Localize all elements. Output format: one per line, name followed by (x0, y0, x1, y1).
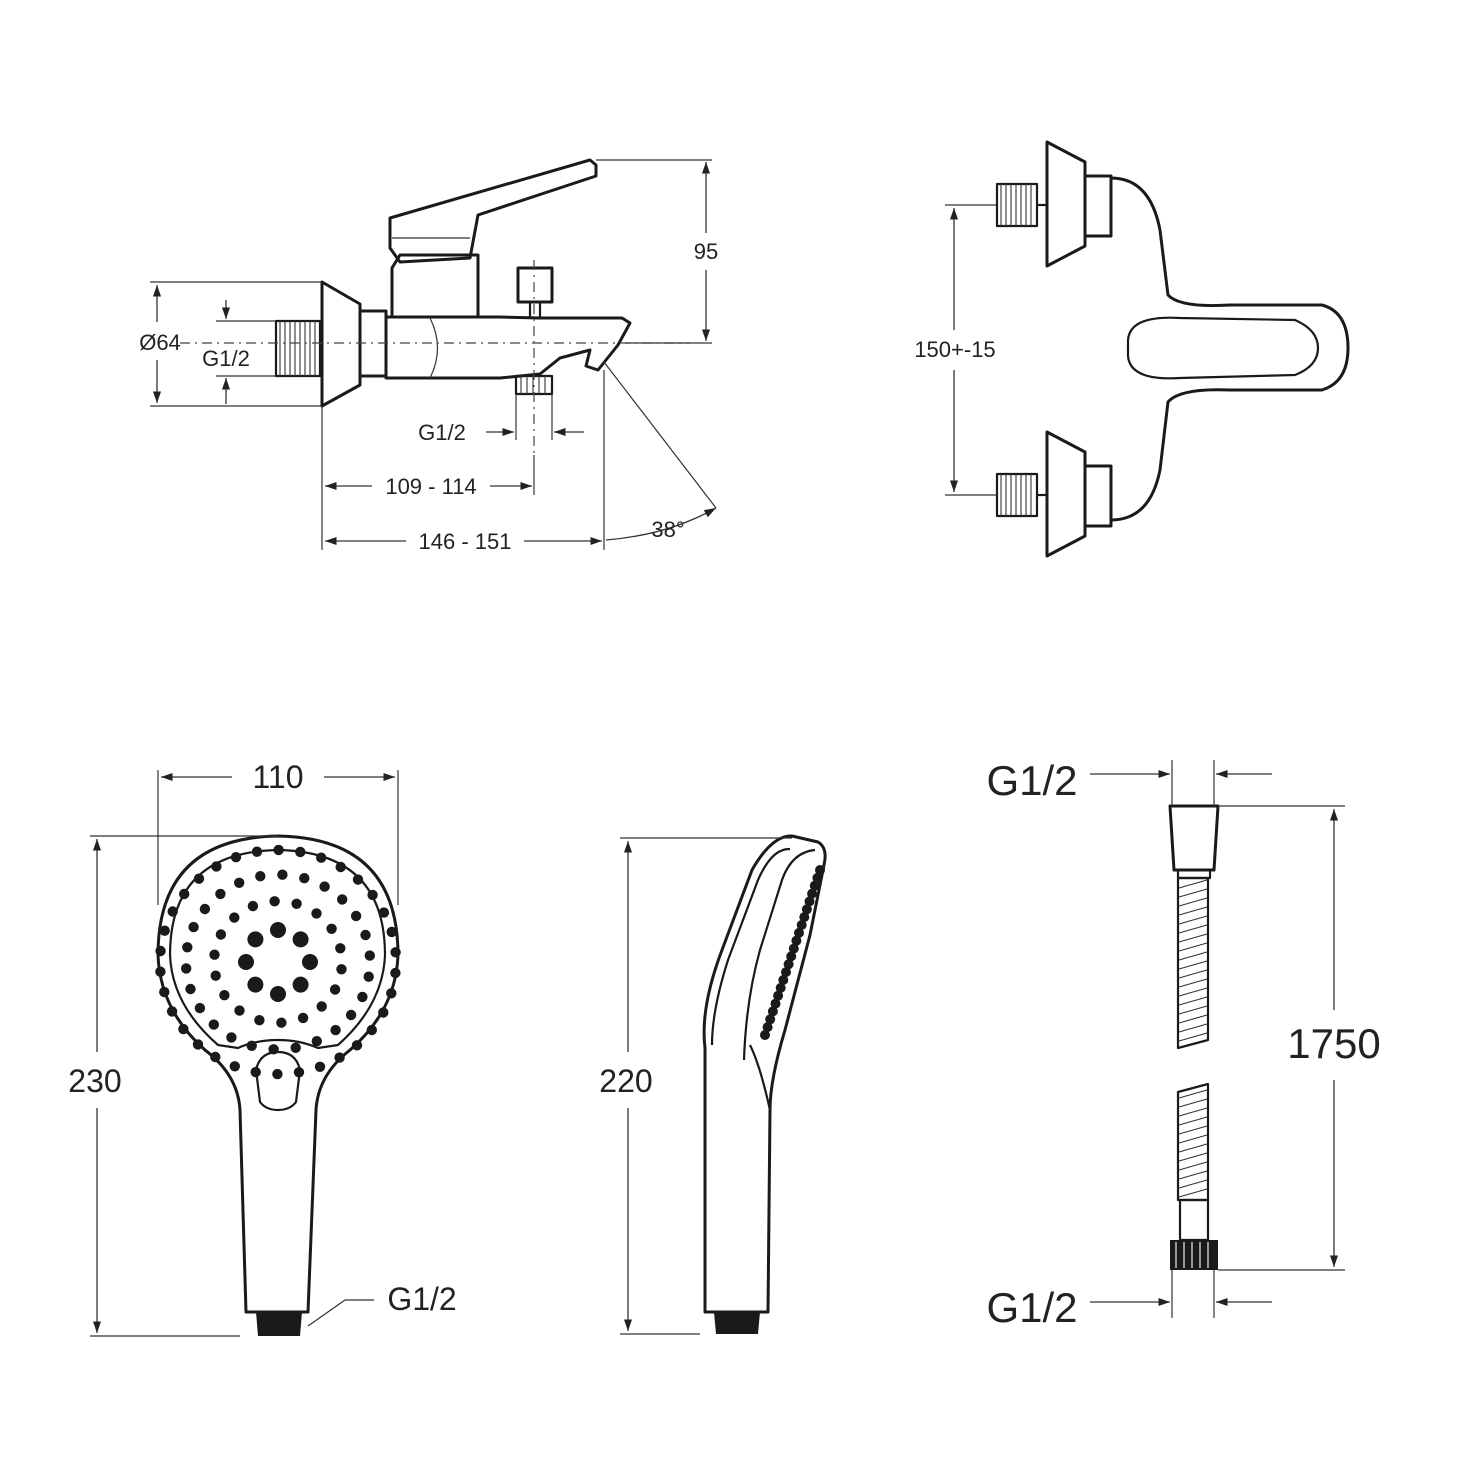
dim-inlet-centers: 150+-15 (914, 337, 995, 362)
dim-depth-long: 146 - 151 (419, 529, 512, 554)
dim-outlet-thread: G1/2 (418, 420, 466, 445)
mixer-top-view: 150+-15 (914, 140, 1350, 558)
dim-inlet-thread: G1/2 (202, 346, 250, 371)
dim-handshower-thread: G1/2 (387, 1281, 456, 1317)
dim-flange-diameter: Ø64 (139, 330, 181, 355)
dim-spout-angle: 38° (651, 517, 684, 542)
dim-hose-length: 1750 (1287, 1020, 1380, 1067)
shower-hose: G1/2 1750 G1/2 (986, 757, 1380, 1331)
dim-hose-bottom-thread: G1/2 (986, 1284, 1077, 1331)
dim-mixer-height: 95 (694, 239, 718, 264)
dim-side-height: 220 (599, 1063, 652, 1099)
mixer-side-view: 95 Ø64 G1/2 G1/2 109 - 114 146 - 151 (139, 158, 718, 554)
dim-depth-short: 109 - 114 (385, 474, 476, 499)
dim-handshower-width: 110 (252, 759, 303, 795)
side-spray-nozzles (760, 865, 825, 1040)
spray-nozzles (155, 844, 401, 1080)
handshower-side-view: 220 (599, 834, 827, 1335)
handshower-front-view: 110 230 G1/2 (68, 759, 457, 1337)
dim-handshower-height: 230 (68, 1063, 121, 1099)
dim-hose-top-thread: G1/2 (986, 757, 1077, 804)
